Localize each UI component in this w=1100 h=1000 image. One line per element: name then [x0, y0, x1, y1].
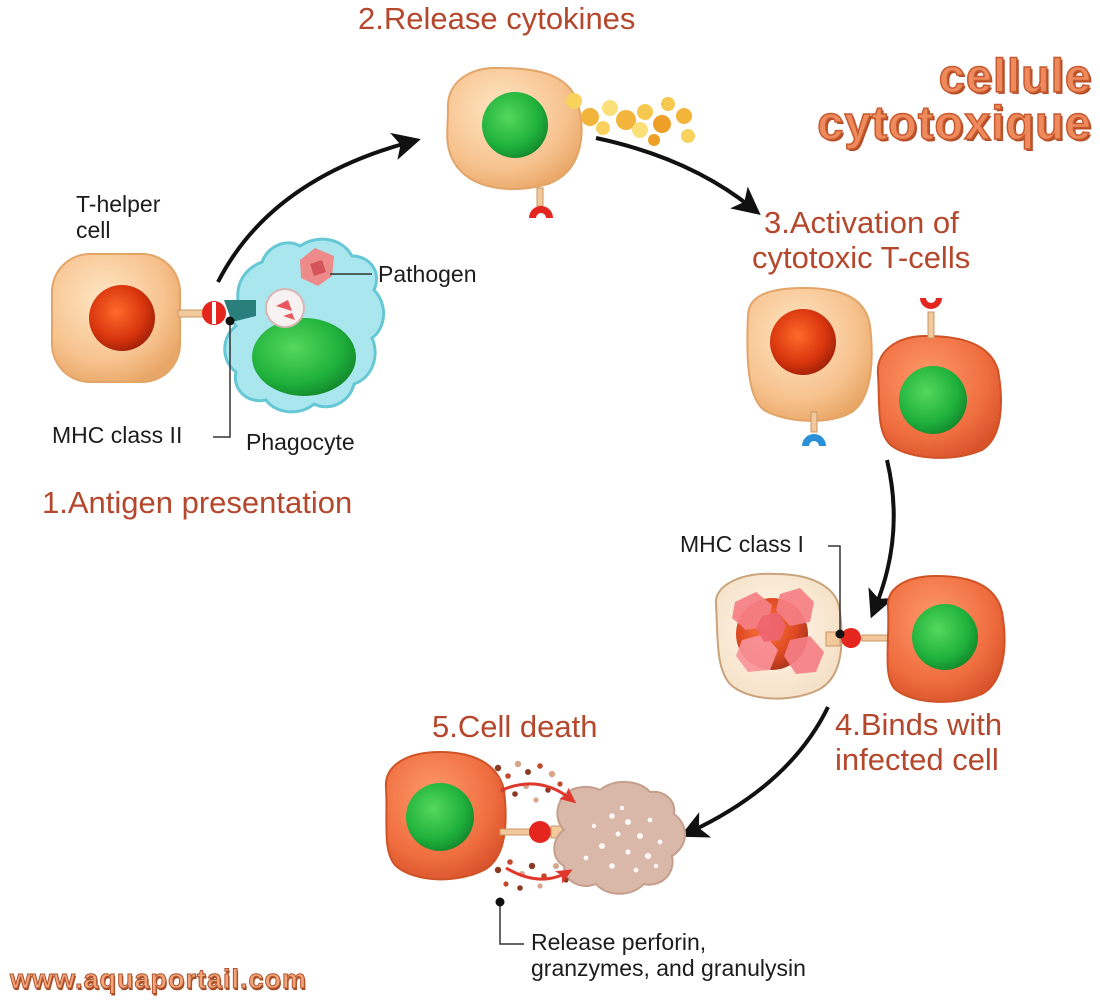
- release-pointer-dot: [495, 897, 505, 907]
- cytotoxic-t-cell-step4: [886, 574, 1006, 703]
- tcr-receptor-step1: [177, 301, 226, 325]
- dying-cell: [553, 781, 686, 895]
- t-helper-label-line1: T-helper: [76, 191, 161, 217]
- mhc-class-2-pointer-dot: [225, 316, 235, 326]
- red-receptor-step3: [920, 298, 942, 339]
- mhc-class-2-molecule: [224, 300, 256, 322]
- t-helper-cell: [51, 253, 181, 383]
- website-watermark: www.aquaportail.com: [9, 963, 308, 994]
- mhc-class-1-label: MHC class I: [680, 531, 804, 557]
- tcr-receptor-step2: [529, 187, 553, 218]
- pathogen-label: Pathogen: [378, 261, 477, 287]
- pathogen-particle: [300, 248, 334, 286]
- blue-receptor-step3: [802, 411, 826, 446]
- arrow-step2-to-step3: [595, 136, 761, 216]
- t-helper-label-line2: cell: [76, 216, 111, 243]
- step3-label: 3.Activation of cytotoxic T-cells: [752, 205, 971, 275]
- mhc-class-1-pointer-line: [828, 545, 841, 634]
- release-label-line1: Release perforin,: [531, 929, 707, 955]
- helper-cell-step3: [746, 286, 873, 422]
- brand-title-line2: cytotoxique: [816, 96, 1092, 149]
- activated-t-helper-cell: [446, 66, 583, 190]
- mhc-class-1-pointer-dot: [835, 629, 845, 639]
- step1-label: 1.Antigen presentation: [42, 485, 353, 520]
- step4-label-line2: infected cell: [835, 741, 999, 777]
- step4-label-line1: 4.Binds with: [835, 707, 1003, 742]
- release-pointer-line: [499, 902, 524, 945]
- step2-label: 2.Release cytokines: [358, 1, 636, 36]
- mhc-class-2-label: MHC class II: [52, 422, 183, 448]
- infected-cell: [714, 572, 843, 700]
- arrow-step4-to-step5: [679, 706, 830, 838]
- brand-title-line1: cellule: [938, 49, 1092, 102]
- cytotoxic-t-cell-step5: [384, 750, 507, 881]
- perforin-arrow-top: [501, 782, 577, 804]
- step3-label-line2: cytotoxic T-cells: [752, 239, 971, 275]
- cytotoxic-t-cell-step3: [876, 334, 1002, 459]
- arrow-step3-to-step4: [868, 459, 896, 619]
- t-helper-label: T-helper cell: [76, 191, 161, 244]
- tcr-receptor-step5: [499, 821, 564, 843]
- phagocyte-cell: [223, 237, 385, 414]
- phagocyte-label: Phagocyte: [246, 429, 355, 455]
- brand-title: cellule cytotoxique: [816, 49, 1092, 149]
- cytokine-particles: [566, 93, 695, 146]
- mhc-class-2-pointer-line: [213, 321, 231, 438]
- release-label-line2: granzymes, and granulysin: [531, 954, 806, 981]
- arrow-step1-to-step2: [216, 132, 421, 283]
- step3-label-line1: 3.Activation of: [764, 205, 959, 240]
- step5-label: 5.Cell death: [432, 709, 598, 744]
- step4-label: 4.Binds with infected cell: [835, 707, 1003, 777]
- perforin-arrow-bottom: [505, 866, 573, 884]
- release-label: Release perforin, granzymes, and granuly…: [531, 929, 806, 982]
